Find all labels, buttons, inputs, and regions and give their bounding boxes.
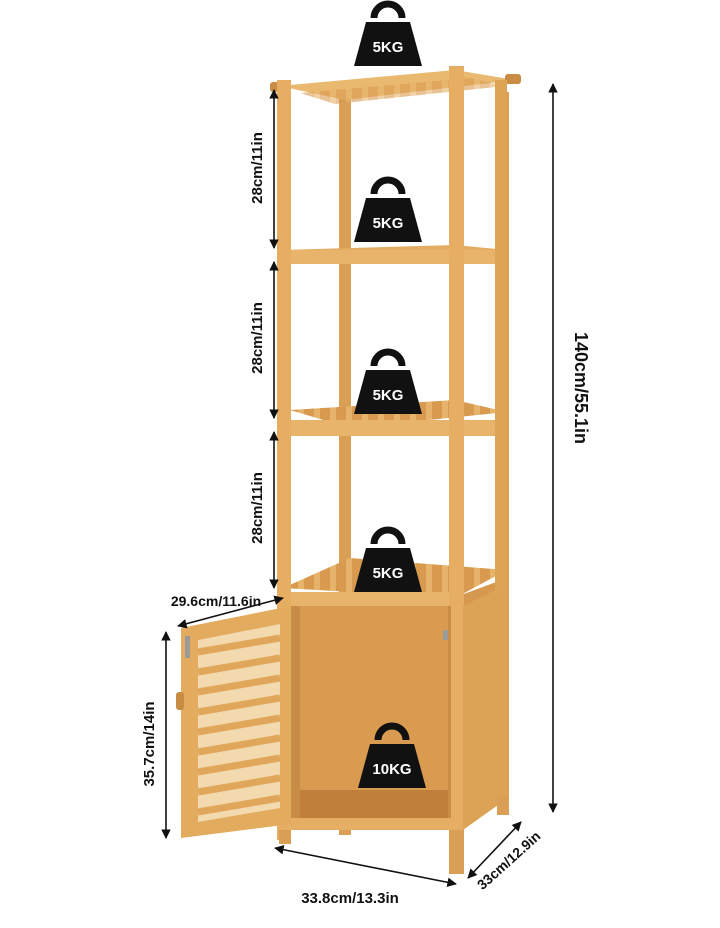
shelf-gap-2-label: 28cm/11in bbox=[249, 302, 266, 374]
weight-label-shelf-3: 5KG bbox=[373, 387, 404, 404]
front-right-post bbox=[449, 66, 464, 874]
cabinet-door bbox=[176, 606, 291, 838]
weight-shelf-4: 5KG bbox=[354, 530, 422, 592]
weight-cabinet: 10KG bbox=[358, 726, 426, 788]
width-label: 33.8cm/13.3in bbox=[301, 890, 399, 907]
total-height-label: 140cm/55.1in bbox=[571, 332, 591, 444]
shelf-gap-1-label: 28cm/11in bbox=[249, 132, 266, 204]
shelf-2 bbox=[281, 245, 507, 264]
weight-top: 5KG bbox=[354, 4, 422, 66]
shelf-depth-label: 29.6cm/11.6in bbox=[171, 593, 261, 609]
weight-label-shelf-4: 5KG bbox=[373, 565, 404, 582]
weight-label-shelf-2: 5KG bbox=[373, 215, 404, 232]
weight-shelf-2: 5KG bbox=[354, 180, 422, 242]
weight-label-top: 5KG bbox=[373, 39, 404, 56]
cabinet-height-label: 35.7cm/14in bbox=[141, 701, 158, 786]
weight-label-cabinet: 10KG bbox=[372, 761, 411, 778]
cabinet bbox=[291, 585, 505, 830]
dimension-lines bbox=[161, 83, 558, 888]
top-shelf bbox=[270, 70, 521, 104]
shelf-unit bbox=[176, 66, 521, 874]
shelf-gap-3-label: 28cm/11in bbox=[249, 472, 266, 544]
weight-shelf-3: 5KG bbox=[354, 352, 422, 414]
